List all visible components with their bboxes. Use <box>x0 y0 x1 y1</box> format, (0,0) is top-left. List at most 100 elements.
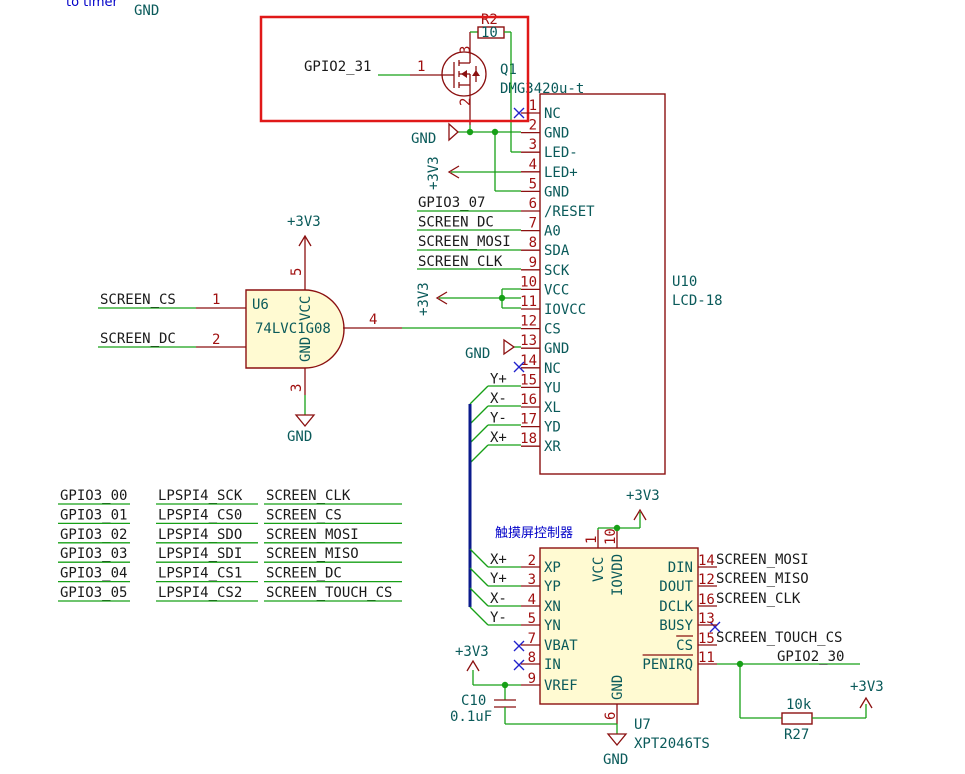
u6-and-gate: U6 74LVC1G08 VCC GND SCREEN_CS SCREEN_DC… <box>98 214 402 445</box>
u7-pin-name-16: DCLK <box>659 599 693 615</box>
u6-value: 74LVC1G08 <box>255 321 331 337</box>
u7-pin-name-13: BUSY <box>659 618 693 634</box>
u7-pin-1: 1 <box>584 536 600 544</box>
map-cell-4-2: SCREEN_DC <box>266 566 342 582</box>
lcd-net-17: Y- <box>490 411 507 427</box>
u6-ref: U6 <box>252 297 269 313</box>
partial-top-gnd: GND <box>134 3 159 19</box>
lcd-pin-num-17: 17 <box>520 412 537 428</box>
u7-pin-name-8: IN <box>544 657 561 673</box>
lcd-pin-num-15: 15 <box>520 372 537 388</box>
lcd-pin-name-2: GND <box>544 126 569 142</box>
u7-pin-num-9: 9 <box>528 671 536 687</box>
u6-pin-3: 3 <box>289 384 305 392</box>
c10-value: 0.1uF <box>450 709 492 725</box>
lcd-pin-num-2: 2 <box>529 118 537 134</box>
u7-pin-name-4: XN <box>544 599 561 615</box>
lcd-pin-num-3: 3 <box>529 137 537 153</box>
map-cell-5-2: SCREEN_TOUCH_CS <box>266 585 392 601</box>
map-cell-2-2: SCREEN_MOSI <box>266 527 359 543</box>
gnd-label-lcd-top: GND <box>411 131 436 147</box>
map-cell-2-0: GPIO3_02 <box>60 527 127 543</box>
map-cell-0-1: LPSPI4_SCK <box>158 488 243 504</box>
u7-pin-name-3: YP <box>544 579 561 595</box>
u7-net-16: SCREEN_CLK <box>716 591 801 607</box>
partial-top-note: to timer <box>66 0 119 10</box>
u7-v33-top: +3V3 <box>626 488 660 504</box>
u7-pin-num-15: 15 <box>698 631 715 647</box>
u7-net-12: SCREEN_MISO <box>716 571 809 587</box>
q1-pin-2: 2 <box>458 98 474 106</box>
lcd-net-9: SCREEN_CLK <box>418 254 503 270</box>
map-cell-3-2: SCREEN_MISO <box>266 546 359 562</box>
u7-pin-num-14: 14 <box>698 553 715 569</box>
lcd-pin-name-15: YU <box>544 380 561 396</box>
lcd-pin-name-12: CS <box>544 322 561 338</box>
lcd-pin-name-10: VCC <box>544 282 569 298</box>
lcd-pin-name-7: A0 <box>544 224 561 240</box>
q1-gate-net-label: GPIO2_31 <box>304 59 371 75</box>
u7-pin-num-13: 13 <box>698 611 715 627</box>
r2-value: 10 <box>481 25 498 41</box>
lcd-pin-name-16: XL <box>544 400 561 416</box>
lcd-pin-num-11: 11 <box>520 294 537 310</box>
u7-gnd-power: GND <box>603 752 628 768</box>
q1-ref: Q1 <box>500 62 517 78</box>
r27-value: 10k <box>786 697 812 713</box>
u7-net-14: SCREEN_MOSI <box>716 552 809 568</box>
c10-ref: C10 <box>461 693 486 709</box>
u7-value: XPT2046TS <box>634 736 710 752</box>
lcd-pin-num-9: 9 <box>529 255 537 271</box>
lcd-pin-num-16: 16 <box>520 392 537 408</box>
map-cell-5-0: GPIO3_05 <box>60 585 127 601</box>
u7-pin-num-16: 16 <box>698 592 715 608</box>
lcd-pin-name-9: SCK <box>544 263 570 279</box>
r27-ref: R27 <box>784 727 809 743</box>
lcd-pin-num-14: 14 <box>520 353 537 369</box>
lcd-pin-num-7: 7 <box>529 216 537 232</box>
u7-pin-num-7: 7 <box>528 631 536 647</box>
gnd-label-lcd-13: GND <box>465 346 490 362</box>
u7-net-5: Y- <box>490 610 507 626</box>
map-cell-2-1: LPSPI4_SDO <box>158 527 242 543</box>
u6-gnd-power-label: GND <box>287 429 312 445</box>
u7-pin-num-3: 3 <box>528 572 536 588</box>
lcd-pin-name-17: YD <box>544 420 561 436</box>
lcd-pin-name-18: XR <box>544 439 561 455</box>
q1-value: DMG3420u-t <box>500 81 584 97</box>
u7-note: 触摸屏控制器 <box>495 526 573 541</box>
u7-pin-name-9: VREF <box>544 678 578 694</box>
u7-pin-num-4: 4 <box>528 592 536 608</box>
lcd-pin-name-13: GND <box>544 341 569 357</box>
vref-v33-label: +3V3 <box>455 644 489 660</box>
u7-pin-name-15: CS <box>676 638 693 654</box>
lcd-net-16: X- <box>490 391 507 407</box>
map-cell-5-1: LPSPI4_CS2 <box>158 585 242 601</box>
u6-vcc-label: VCC <box>298 296 314 321</box>
u7-pin-name-12: DOUT <box>659 579 693 595</box>
map-cell-4-0: GPIO3_04 <box>60 566 127 582</box>
lcd-pin-num-8: 8 <box>529 235 537 251</box>
v33-label-vcc: +3V3 <box>416 282 432 316</box>
lcd-net-6: GPIO3_07 <box>418 195 485 211</box>
map-cell-4-1: LPSPI4_CS1 <box>158 566 242 582</box>
u7-pin-name-2: XP <box>544 560 561 576</box>
lcd-value: LCD-18 <box>672 293 723 309</box>
u7-vcc-label: VCC <box>591 557 607 582</box>
v33-label-led: +3V3 <box>426 156 442 190</box>
lcd-pin-name-4: LED+ <box>544 165 578 181</box>
lcd-pin-name-11: IOVCC <box>544 302 586 318</box>
map-cell-3-0: GPIO3_03 <box>60 546 127 562</box>
u7-pin-num-12: 12 <box>698 572 715 588</box>
u7-pin-name-11: PENIRQ <box>642 657 693 673</box>
lcd-pin-name-14: NC <box>544 361 561 377</box>
map-cell-1-0: GPIO3_01 <box>60 507 127 523</box>
lcd-u10: U10 LCD-18 <box>539 93 723 475</box>
u6-pin-1: 1 <box>212 292 220 308</box>
u7-pin-6: 6 <box>603 712 619 720</box>
u7-pin-num-11: 11 <box>698 650 715 666</box>
lcd-pin-name-6: /RESET <box>544 204 595 220</box>
